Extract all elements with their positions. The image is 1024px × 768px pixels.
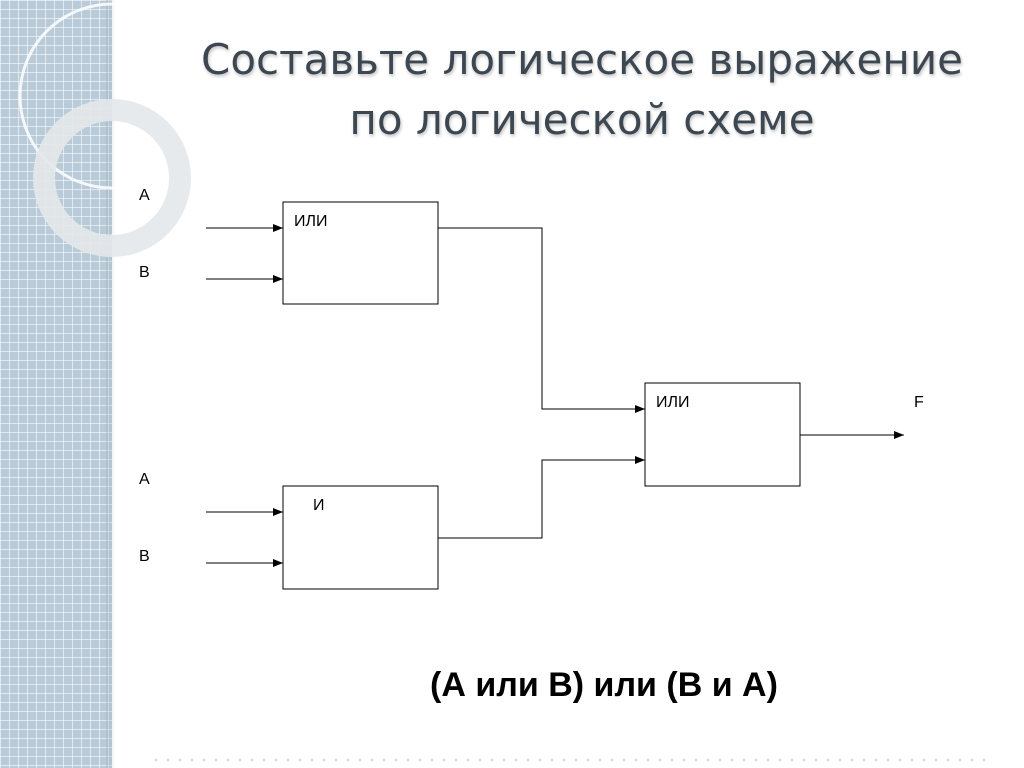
output-label-f: F bbox=[914, 394, 924, 411]
gate-and-1-label: И bbox=[313, 497, 325, 514]
title-line-1: Составьте логическое выражение bbox=[201, 35, 963, 84]
input-label-a2: A bbox=[139, 471, 150, 488]
gate-or-1-label: ИЛИ bbox=[294, 213, 328, 230]
gate-or-2-label: ИЛИ bbox=[656, 394, 690, 411]
sidebar-shadow-edge bbox=[106, 0, 116, 768]
decorative-ring-small bbox=[33, 99, 191, 257]
wire-or1-to-or2 bbox=[438, 227, 645, 413]
answer-expression: (А или В) или (В и А) bbox=[430, 666, 778, 704]
input-label-a1: A bbox=[139, 187, 150, 204]
gate-or-2-box bbox=[644, 382, 801, 487]
gate-or-1-box bbox=[282, 201, 439, 305]
input-label-b2: B bbox=[139, 548, 150, 565]
decorative-dotted-line bbox=[150, 758, 994, 762]
wire-and1-to-or2 bbox=[438, 456, 645, 539]
title-line-2: по логической схеме bbox=[349, 95, 815, 144]
page-title: Составьте логическое выражение по логиче… bbox=[150, 30, 1014, 150]
input-label-b1: B bbox=[139, 264, 150, 281]
decorative-ring-large bbox=[18, 2, 200, 190]
decorative-rings bbox=[18, 2, 200, 257]
gate-and-1-box bbox=[282, 485, 439, 590]
